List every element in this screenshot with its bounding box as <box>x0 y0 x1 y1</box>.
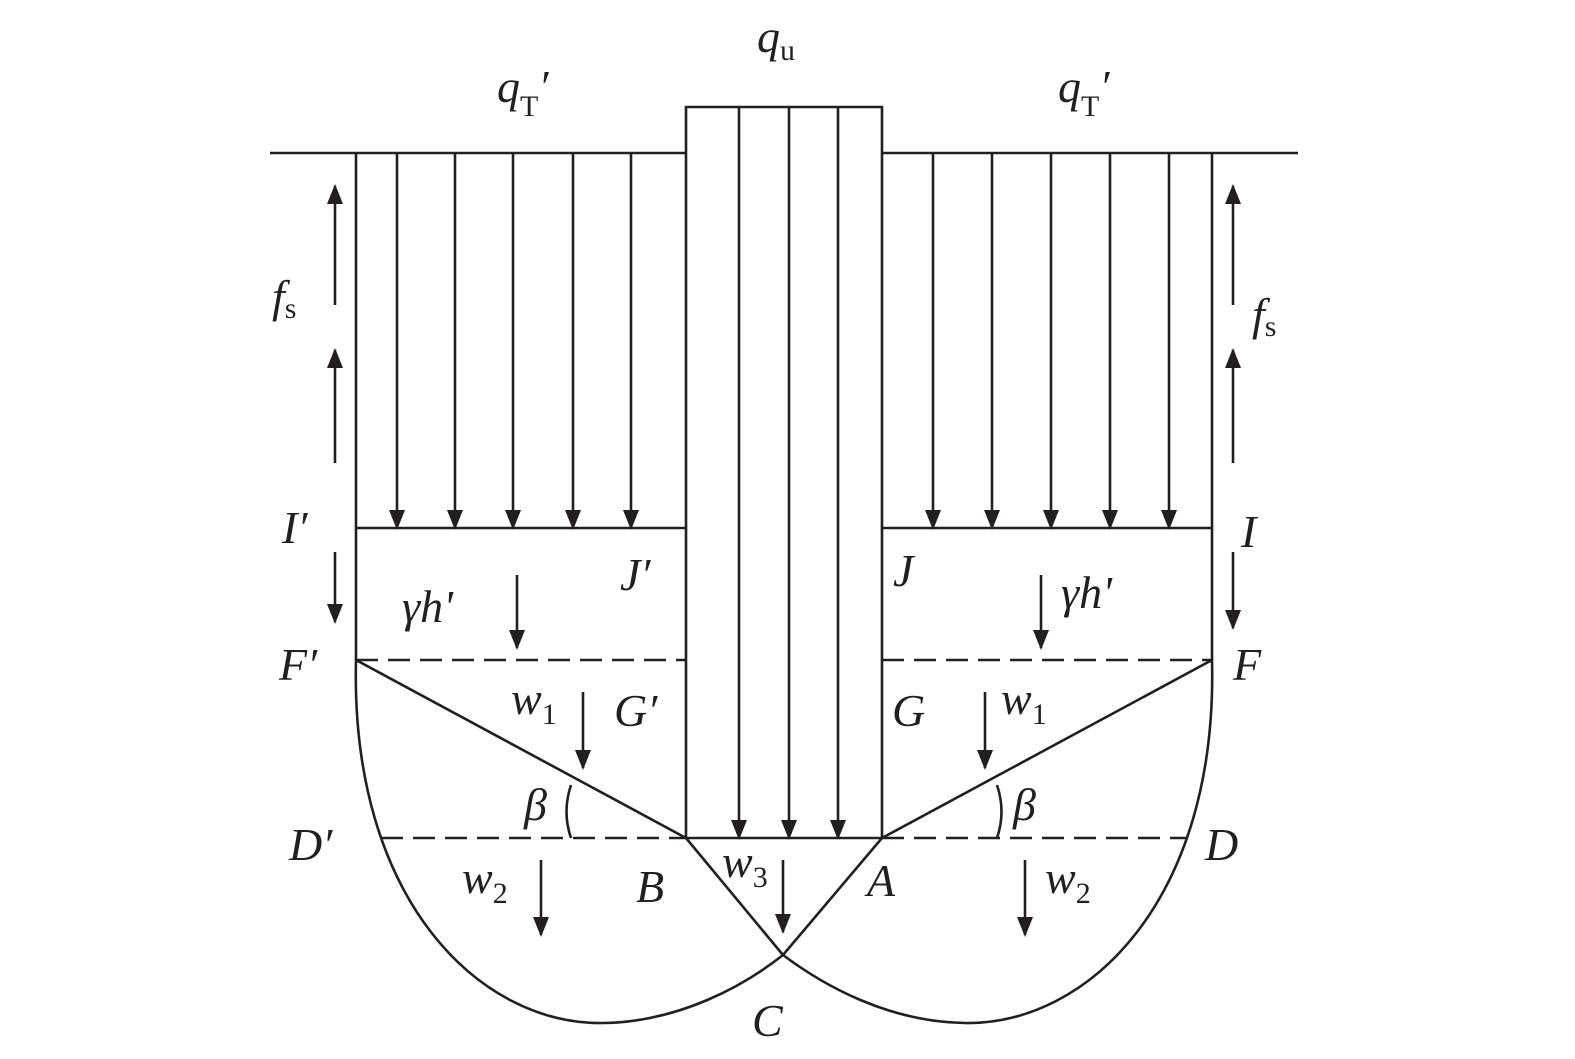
label-F: F <box>1232 639 1262 690</box>
label-J-prime: J′ <box>620 549 651 600</box>
label-f-s-right: fs <box>1252 289 1276 343</box>
label-q-T-right: qT′ <box>1058 61 1110 123</box>
label-beta-right: β <box>1012 779 1036 830</box>
label-gamma-h-right: γh' <box>1061 567 1113 618</box>
line-F-A <box>881 658 1213 840</box>
label-F-prime: F′ <box>278 639 318 690</box>
label-D-prime: D′ <box>288 819 333 870</box>
label-D: D <box>1204 819 1238 870</box>
label-gamma-h-left: γh' <box>402 581 454 632</box>
label-I-prime: I′ <box>281 502 308 553</box>
label-G-prime: G′ <box>614 685 658 736</box>
label-w1-left: w1 <box>511 673 557 731</box>
label-A: A <box>864 855 896 906</box>
angle-arc-beta-left <box>565 784 573 839</box>
pile-outline <box>684 105 884 838</box>
label-beta-left: β <box>523 779 547 830</box>
curve-F-C <box>782 659 1214 1025</box>
label-C: C <box>752 995 784 1046</box>
label-I: I <box>1240 506 1259 557</box>
label-w2-left: w2 <box>462 852 508 910</box>
label-B: B <box>636 861 664 912</box>
line-A-C <box>782 837 883 956</box>
label-q-u: qu <box>757 11 795 67</box>
label-f-s-left: fs <box>272 271 296 325</box>
label-w2-right: w2 <box>1045 852 1091 910</box>
label-q-T-left: qT′ <box>497 61 549 123</box>
line-B-C <box>684 837 785 956</box>
label-G: G <box>892 685 925 736</box>
angle-arc-beta-right <box>995 784 1003 839</box>
label-w1-right: w1 <box>1001 673 1047 731</box>
label-w3: w3 <box>722 836 768 894</box>
label-J: J <box>893 545 916 596</box>
line-F-prime-B <box>355 658 687 840</box>
curve-F-prime-C <box>354 659 784 1025</box>
